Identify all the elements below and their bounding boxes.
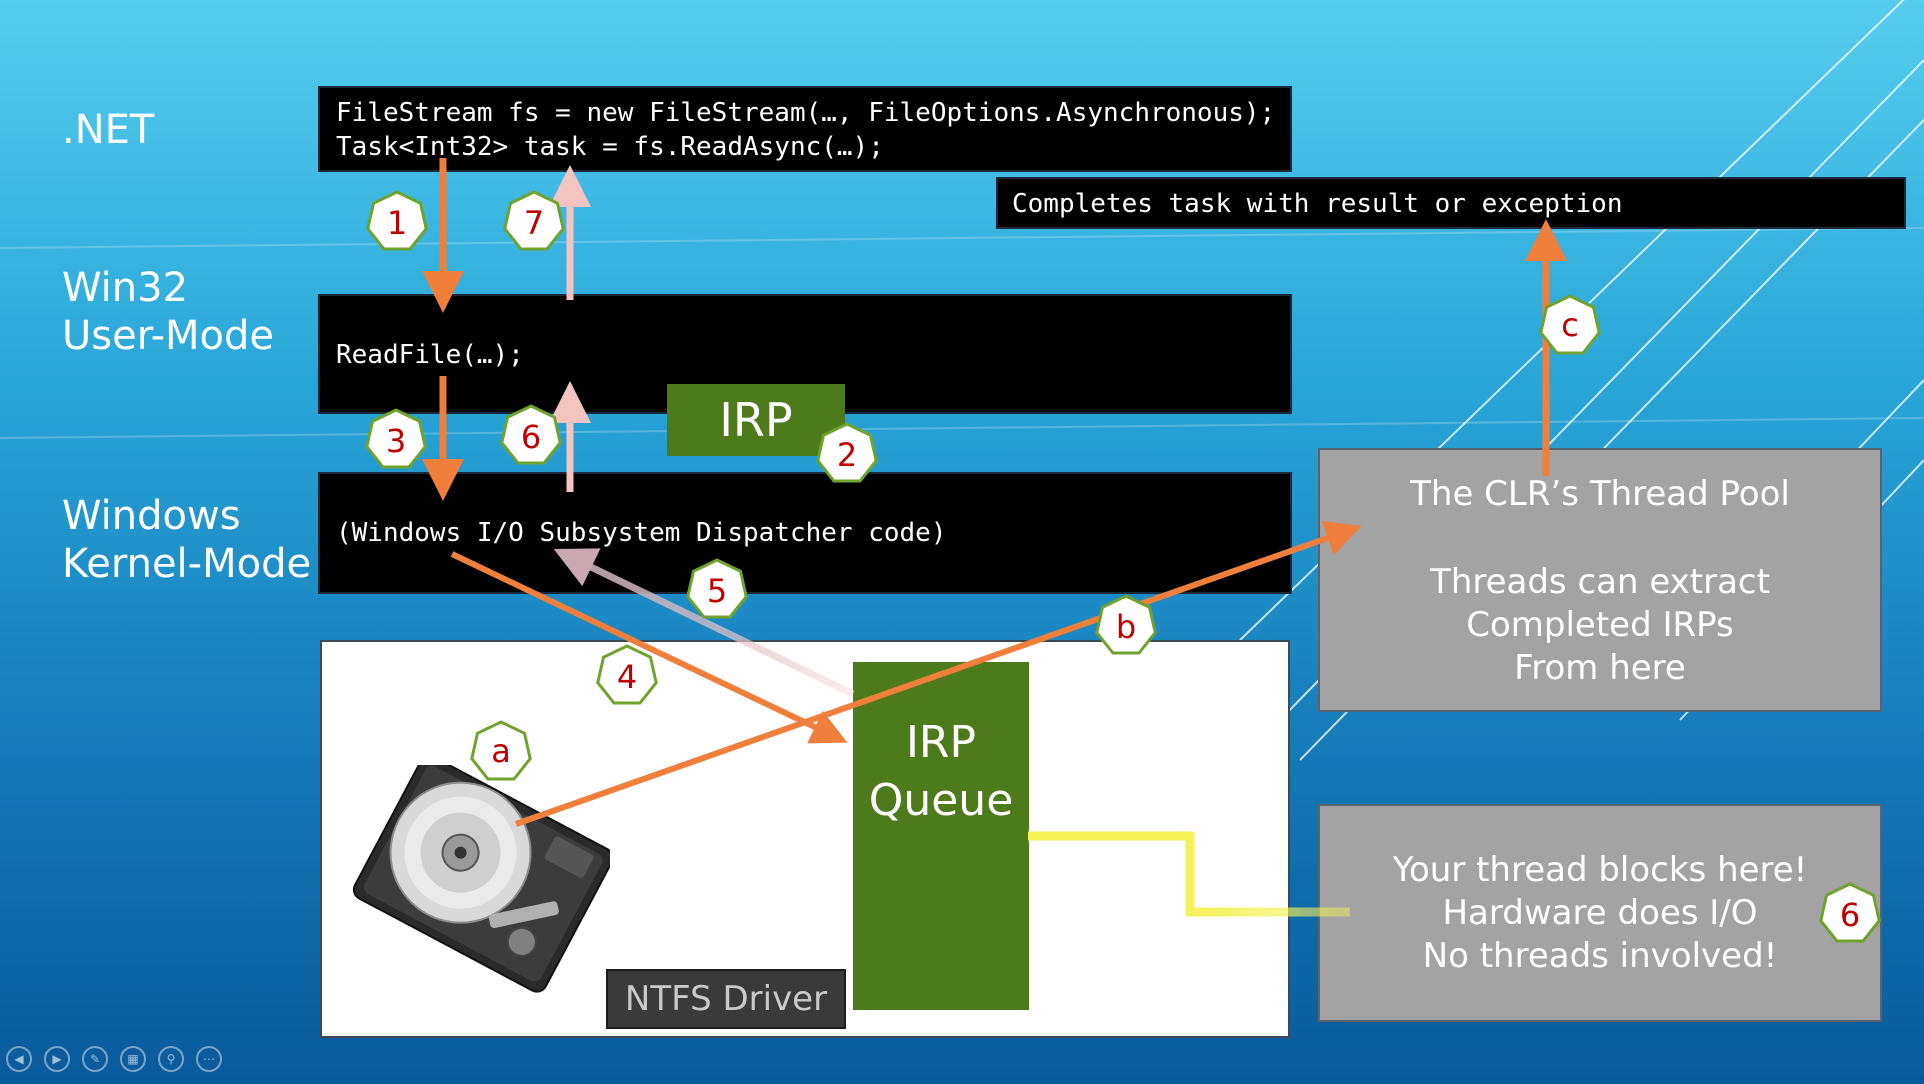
badge-step-5: 5 — [686, 558, 748, 619]
badge-step-a-text: a — [491, 732, 511, 770]
kernel-code-line: (Windows I/O Subsystem Dispatcher code) — [336, 518, 947, 548]
more-options-icon[interactable]: ⋯ — [196, 1046, 222, 1072]
pen-icon[interactable]: ✎ — [82, 1046, 108, 1072]
badge-step-a: a — [470, 720, 532, 781]
hard-drive-icon — [352, 765, 610, 993]
badge-step-3: 3 — [365, 408, 427, 469]
previous-slide-icon[interactable]: ◀ — [6, 1046, 32, 1072]
win32-code-line: ReadFile(…); — [336, 340, 524, 370]
next-slide-icon[interactable]: ▶ — [44, 1046, 70, 1072]
thread-pool-line-3: From here — [1514, 648, 1686, 688]
dotnet-code-box: FileStream fs = new FileStream(…, FileOp… — [318, 86, 1292, 172]
sync-blocking-box: Your thread blocks here! Hardware does I… — [1318, 804, 1882, 1022]
badge-step-2-text: 2 — [837, 436, 857, 474]
irp-box-label: IRP — [719, 393, 793, 447]
thread-pool-title: The CLR’s Thread Pool — [1410, 474, 1790, 514]
sync-connector — [1028, 831, 1350, 917]
badge-step-7-text: 7 — [524, 204, 544, 242]
layer-label-kernel-line2: Kernel-Mode — [62, 541, 312, 587]
badge-step-6-sync-text: 6 — [1840, 896, 1860, 934]
slides-grid-icon[interactable]: ▦ — [120, 1046, 146, 1072]
layer-label-win32-line2: User-Mode — [62, 313, 275, 359]
badge-step-7: 7 — [503, 190, 565, 251]
badge-step-c-text: c — [1561, 306, 1579, 344]
sync-line-2: Hardware does I/O — [1442, 893, 1758, 933]
sync-line-3: No threads involved! — [1422, 936, 1778, 976]
arrow-step-4 — [450, 551, 848, 744]
badge-step-1-text: 1 — [387, 204, 407, 242]
ntfs-driver-text: NTFS Driver — [624, 979, 828, 1019]
layer-label-dotnet: .NET — [62, 106, 154, 154]
dotnet-code-line-2: Task<Int32> task = fs.ReadAsync(…); — [336, 132, 884, 162]
layer-label-dotnet-text: .NET — [62, 107, 155, 153]
layer-label-kernel: Windows Kernel-Mode — [62, 492, 311, 588]
kernel-code-box: (Windows I/O Subsystem Dispatcher code) — [318, 472, 1292, 594]
completes-task-box: Completes task with result or exception — [996, 177, 1906, 229]
badge-step-5-text: 5 — [707, 572, 727, 610]
badge-step-4: 4 — [596, 644, 658, 705]
sync-line-1: Your thread blocks here! — [1392, 850, 1808, 890]
badge-step-2: 2 — [816, 422, 878, 483]
arrow-step-5 — [553, 548, 855, 698]
thread-pool-box: The CLR’s Thread Pool Threads can extrac… — [1318, 448, 1882, 712]
layer-label-win32-line1: Win32 — [62, 265, 189, 311]
badge-step-b: b — [1095, 594, 1157, 655]
thread-pool-line-1: Threads can extract — [1430, 562, 1770, 602]
irp-box: IRP — [667, 384, 845, 456]
thread-pool-line-2: Completed IRPs — [1466, 605, 1734, 645]
badge-step-6-upper: 6 — [500, 404, 562, 465]
dotnet-code-line-1: FileStream fs = new FileStream(…, FileOp… — [336, 98, 1276, 128]
badge-step-3-text: 3 — [386, 422, 406, 460]
completes-task-text: Completes task with result or exception — [1012, 189, 1623, 219]
layer-label-win32: Win32 User-Mode — [62, 264, 274, 360]
irp-queue-line-1: IRP — [905, 717, 977, 768]
badge-step-6-sync: 6 — [1819, 882, 1881, 943]
ntfs-driver-label: NTFS Driver — [606, 969, 846, 1029]
badge-step-b-text: b — [1116, 608, 1136, 646]
badge-step-4-text: 4 — [617, 658, 637, 696]
irp-queue-line-2: Queue — [868, 775, 1014, 826]
arrow-step-b — [515, 520, 1362, 827]
irp-queue-box: IRP Queue — [853, 662, 1029, 1010]
zoom-icon[interactable]: ⚲ — [158, 1046, 184, 1072]
badge-step-c: c — [1539, 294, 1601, 355]
badge-step-6-upper-text: 6 — [521, 418, 541, 456]
layer-label-kernel-line1: Windows — [62, 493, 241, 539]
badge-step-1: 1 — [366, 190, 428, 251]
